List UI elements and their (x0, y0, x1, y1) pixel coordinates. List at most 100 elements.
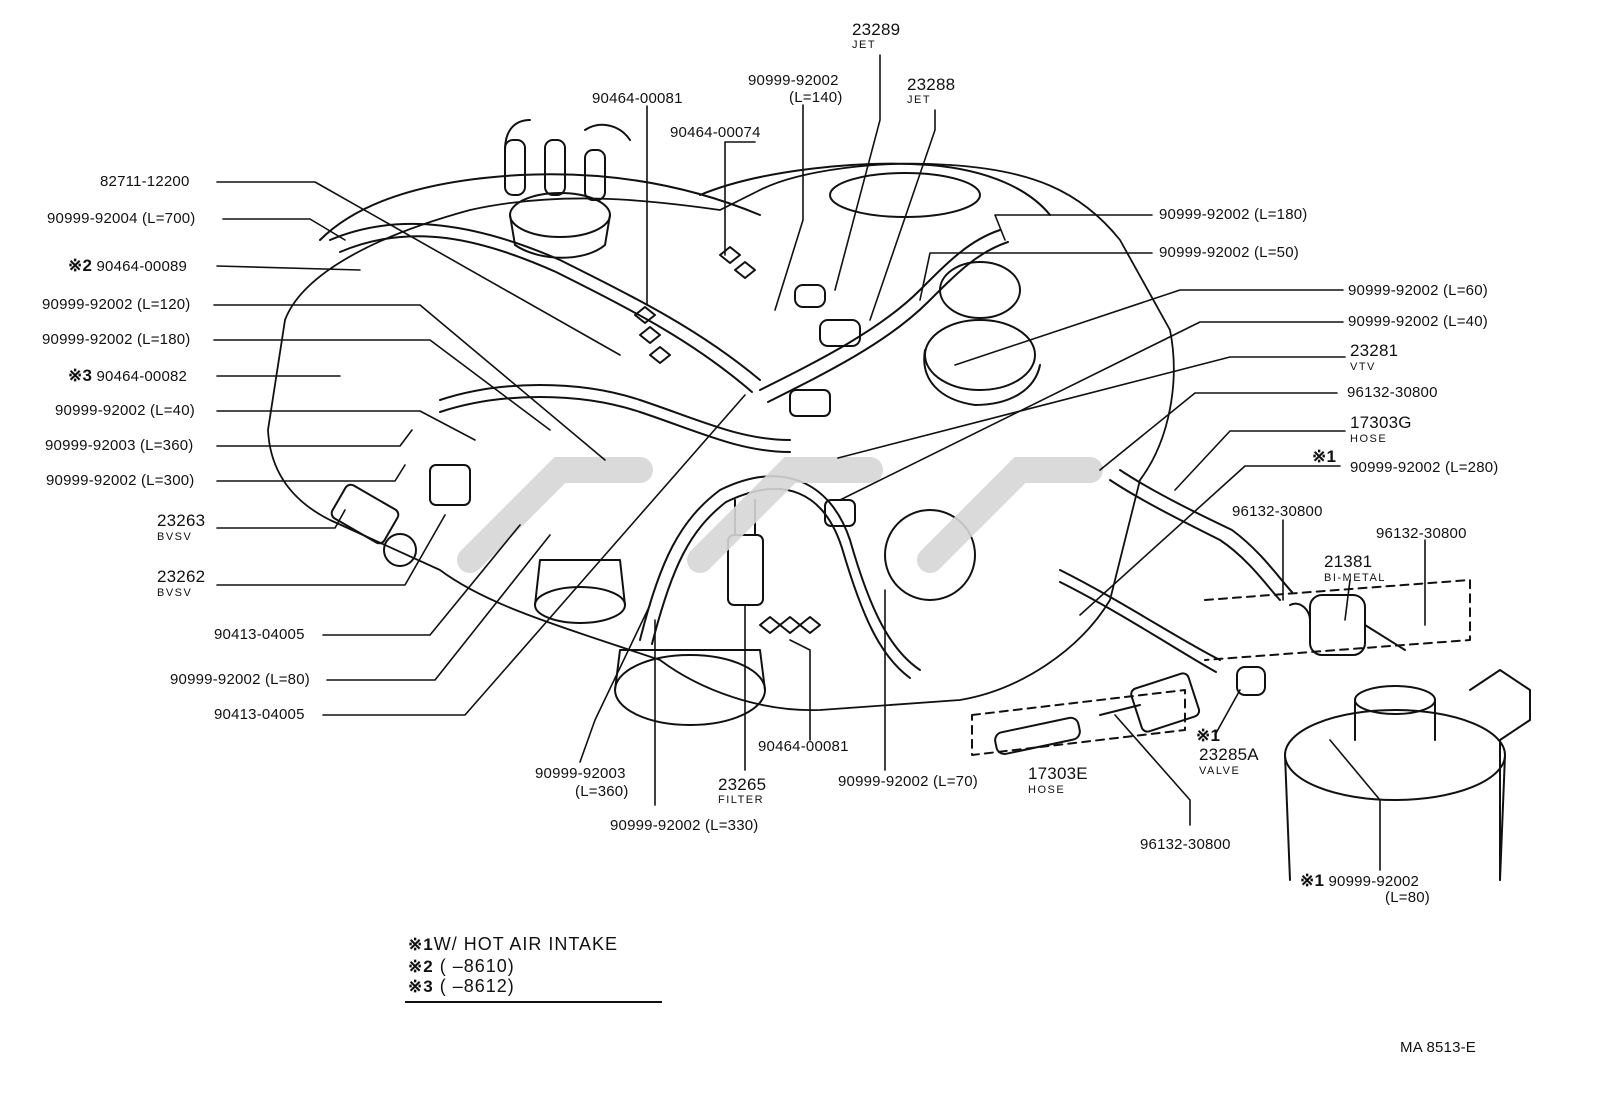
part-number: 17303G (1350, 413, 1412, 432)
callout-90464-00082: ※3 90464-00082 (68, 367, 187, 385)
part-number: 90999-92002 (1328, 873, 1420, 890)
callout-17303e: 17303E (1028, 765, 1088, 783)
part-number: 90999-92002 (748, 72, 839, 89)
part-number: 90464-00074 (670, 124, 761, 141)
callout-23265: 23265 (718, 776, 766, 794)
part-number: 90999-92003 (L=360) (45, 437, 194, 454)
callout-23288: 23288 (907, 76, 955, 94)
callout-90999-92003-l360-bottom: 90999-92003 (535, 765, 626, 782)
callout-90999-92002-l60: 90999-92002 (L=60) (1348, 282, 1488, 299)
callout-90999-92002-l300: 90999-92002 (L=300) (46, 472, 195, 489)
part-number: 23285A (1199, 745, 1259, 764)
note-marker: ※1 (1312, 447, 1337, 466)
callout-leader-lines (213, 54, 1426, 871)
part-number: 96132-30800 (1376, 525, 1467, 542)
note-marker: ※1 (408, 935, 434, 954)
callout-90464-00081-bottom: 90464-00081 (758, 738, 849, 755)
callout-23289-desc: JET (852, 39, 877, 51)
part-number: 90999-92002 (L=180) (42, 331, 191, 348)
part-number: 82711-12200 (100, 173, 190, 190)
part-number: 21381 (1324, 552, 1373, 571)
note-text: W/ HOT AIR INTAKE (433, 934, 619, 954)
part-number: 90999-92002 (L=60) (1348, 282, 1488, 299)
part-number: 90464-00082 (96, 368, 188, 385)
callout-90999-92002-l330: 90999-92002 (L=330) (610, 817, 759, 834)
part-number: 90999-92002 (L=180) (1159, 206, 1308, 223)
part-number: 23263 (157, 511, 206, 530)
part-number: 90999-92002 (L=280) (1350, 459, 1499, 476)
note-line-3: ※3 ( –8612) (408, 976, 515, 997)
part-number: 23289 (852, 20, 901, 39)
part-number: 90999-92002 (L=80) (170, 671, 310, 688)
watermark-logo (457, 457, 1103, 573)
callout-90999-92003-length: (L=360) (575, 783, 629, 800)
callout-23289: 23289 (852, 21, 900, 39)
callout-90999-92002-l80-length: (L=80) (1385, 889, 1430, 906)
part-number: 90464-00089 (96, 258, 188, 275)
callout-23285a-desc: VALVE (1199, 765, 1241, 777)
note-marker: ※2 (68, 256, 93, 275)
part-number: 23262 (157, 567, 206, 586)
callout-90999-92002-l50: 90999-92002 (L=50) (1159, 244, 1299, 261)
part-number: 90999-92002 (L=40) (55, 402, 195, 419)
callout-23263: 23263 (157, 512, 205, 530)
part-number: 90999-92002 (L=330) (610, 817, 759, 834)
part-number: 23265 (718, 775, 767, 794)
callout-90999-92002-l140: 90999-92002 (748, 72, 839, 89)
note-marker: ※3 (408, 977, 434, 996)
callout-90999-92002-l120: 90999-92002 (L=120) (42, 296, 191, 313)
callout-90464-00081-top: 90464-00081 (592, 90, 683, 107)
callout-90464-00074: 90464-00074 (670, 124, 761, 141)
note-text: ( –8610) (439, 956, 515, 976)
part-number: 90999-92002 (L=300) (46, 472, 195, 489)
callout-96132-30800-mid: 96132-30800 (1232, 503, 1323, 520)
part-number: 90999-92002 (L=50) (1159, 244, 1299, 261)
callout-23288-desc: JET (907, 94, 932, 106)
callout-90464-00089: ※2 90464-00089 (68, 257, 187, 275)
callout-90999-92002-l280: 90999-92002 (L=280) (1350, 459, 1499, 476)
part-number: 90413-04005 (214, 706, 305, 723)
callout-23281-desc: VTV (1350, 361, 1376, 373)
part-number: 90999-92002 (L=120) (42, 296, 191, 313)
callout-82711-12200: 82711-12200 (100, 173, 190, 190)
callout-90999-92002-l180-left: 90999-92002 (L=180) (42, 331, 191, 348)
callout-96132-30800-top: 96132-30800 (1347, 384, 1438, 401)
callout-90413-04005-lower: 90413-04005 (214, 706, 305, 723)
callout-90999-92002-l80-left: 90999-92002 (L=80) (170, 671, 310, 688)
part-number: 90464-00081 (758, 738, 849, 755)
callout-17303e-desc: HOSE (1028, 784, 1066, 796)
note-line-1: ※1W/ HOT AIR INTAKE (408, 934, 618, 955)
part-number: 96132-30800 (1347, 384, 1438, 401)
part-number: 90999-92003 (535, 765, 626, 782)
note-marker: ※2 (408, 957, 434, 976)
callout-90999-92002-l40-right: 90999-92002 (L=40) (1348, 313, 1488, 330)
diagram-code: MA 8513-E (1400, 1039, 1477, 1056)
part-number: 96132-30800 (1140, 836, 1231, 853)
callout-90413-04005-upper: 90413-04005 (214, 626, 305, 643)
callout-23262-desc: BVSV (157, 587, 193, 599)
callout-23265-desc: FILTER (718, 794, 765, 806)
callout-23263-desc: BVSV (157, 531, 193, 543)
callout-90999-92002-l80-right: ※1 90999-92002 (1300, 872, 1419, 890)
callout-23281: 23281 (1350, 342, 1398, 360)
callout-96132-30800-bottom: 96132-30800 (1140, 836, 1231, 853)
part-number: 90999-92002 (L=70) (838, 773, 978, 790)
part-number: 90413-04005 (214, 626, 305, 643)
callout-96132-30800-right: 96132-30800 (1376, 525, 1467, 542)
callout-23285a: 23285A (1199, 746, 1259, 764)
callout-90999-92002-l140-length: (L=140) (789, 89, 843, 106)
callout-90999-92003-l360-left: 90999-92003 (L=360) (45, 437, 194, 454)
callout-90999-92004-l700: 90999-92004 (L=700) (47, 210, 196, 227)
callout-90999-92002-l180-right: 90999-92002 (L=180) (1159, 206, 1308, 223)
callout-90999-92002-l280-marker: ※1 (1312, 448, 1336, 466)
note-marker: ※1 (1300, 871, 1325, 890)
callout-17303g-desc: HOSE (1350, 433, 1388, 445)
note-text: ( –8612) (439, 976, 515, 996)
part-number: 96132-30800 (1232, 503, 1323, 520)
callout-23285a-marker: ※1 (1196, 727, 1220, 745)
part-number: 23281 (1350, 341, 1399, 360)
note-marker: ※1 (1196, 726, 1221, 745)
callout-90999-92002-l70: 90999-92002 (L=70) (838, 773, 978, 790)
